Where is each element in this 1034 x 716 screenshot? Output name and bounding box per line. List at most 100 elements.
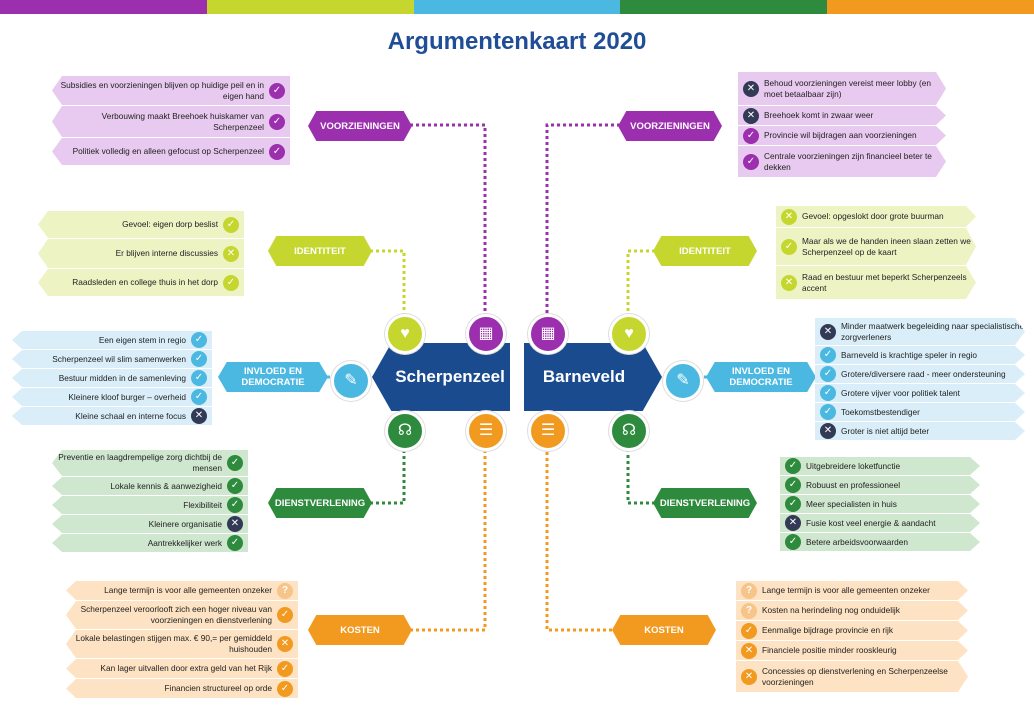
argument-row: Meer specialisten in huis✓ xyxy=(780,495,980,513)
check-icon: ✓ xyxy=(277,607,293,623)
check-icon: ✓ xyxy=(227,497,243,513)
argument-text: Verbouwing maakt Breehoek huiskamer van … xyxy=(101,110,264,132)
check-icon: ✓ xyxy=(191,370,207,386)
stripe-blue xyxy=(413,0,621,14)
check-icon: ✓ xyxy=(269,113,285,130)
check-icon: ✓ xyxy=(743,154,759,170)
cross-icon: ✕ xyxy=(741,669,757,685)
check-icon: ✓ xyxy=(191,351,207,367)
argument-text: Fusie kost veel energie & aandacht xyxy=(806,517,936,528)
pen-icon: ✎ xyxy=(331,361,371,401)
label-invloed-left: INVLOED EN DEMOCRATIE xyxy=(218,362,328,392)
buildings-icon: ▦ xyxy=(528,314,568,354)
argument-row: Flexibiliteit✓ xyxy=(52,496,248,514)
argument-text: Politiek volledig en alleen gefocust op … xyxy=(72,146,264,156)
argument-row: Financien structureel op orde✓ xyxy=(66,679,298,698)
argument-text: Er blijven interne discussies xyxy=(115,248,218,258)
argument-text: Maar als we de handen ineen slaan zetten… xyxy=(802,235,971,257)
argument-row: Aantrekkelijker werk ✓ xyxy=(52,534,248,552)
hub-scherpenzeel: Scherpenzeel xyxy=(372,343,510,411)
stripe-lime xyxy=(206,0,414,14)
connector-voorzieningen-right xyxy=(545,123,620,318)
argument-row: Er blijven interne discussies✕ xyxy=(38,239,244,268)
argument-row: Toekomstbestendiger✓ xyxy=(815,403,1025,421)
argument-text: Centrale voorzieningen zijn financieel b… xyxy=(764,150,932,172)
cross-icon: ✕ xyxy=(191,408,207,424)
check-icon: ✓ xyxy=(269,82,285,99)
label-voorzieningen-right: VOORZIENINGEN xyxy=(618,111,722,141)
argument-row: Betere arbeidsvoorwaarden✓ xyxy=(780,533,980,551)
check-icon: ✓ xyxy=(191,389,207,405)
connector-dienst-right xyxy=(626,444,655,505)
argument-row: Subsidies en voorzieningen blijven op hu… xyxy=(52,76,290,105)
label-identiteit-right: IDENTITEIT xyxy=(653,236,757,266)
argument-text: Preventie en laagdrempelige zorg dichtbi… xyxy=(58,452,222,473)
argument-text: Kleine schaal en interne focus xyxy=(75,410,186,421)
page-title: Argumentenkaart 2020 xyxy=(387,28,647,55)
argument-text: Barneveld is krachtige speler in regio xyxy=(841,349,978,360)
argument-row: Kosten na herindeling nog onduidelijk? xyxy=(736,601,968,620)
question-icon: ? xyxy=(277,582,293,599)
argument-text: Lange termijn is voor alle gemeenten onz… xyxy=(762,585,930,595)
argument-text: Breehoek komt in zwaar weer xyxy=(764,110,874,120)
argument-text: Financiele positie minder rooskleurig xyxy=(762,645,897,655)
argument-text: Bestuur midden in de samenleving xyxy=(58,372,186,383)
argument-text: Aantrekkelijker werk xyxy=(147,537,222,548)
argument-row: Fusie kost veel energie & aandacht ✕ xyxy=(780,514,980,532)
argument-row: Minder maatwerk begeleiding naar special… xyxy=(815,318,1025,345)
color-stripe xyxy=(0,0,1034,14)
check-icon: ✓ xyxy=(820,385,836,401)
argument-text: Een eigen stem in regio xyxy=(98,334,186,345)
cross-icon: ✕ xyxy=(741,643,757,659)
argument-text: Meer specialisten in huis xyxy=(806,498,897,509)
check-icon: ✓ xyxy=(820,347,836,363)
argument-row: Behoud voorzieningen vereist meer lobby … xyxy=(738,72,946,105)
label-kosten-left: KOSTEN xyxy=(308,615,412,645)
check-icon: ✓ xyxy=(781,239,797,255)
connector-identiteit-left xyxy=(370,249,406,318)
label-dienst-left: DIENSTVERLENING xyxy=(268,488,372,518)
check-icon: ✓ xyxy=(227,455,243,471)
argument-row: Eenmalige bijdrage provincie en rijk✓ xyxy=(736,621,968,640)
check-icon: ✓ xyxy=(227,535,243,551)
argument-text: Scherpenzeel veroorlooft zich een hoger … xyxy=(80,604,272,625)
stripe-green xyxy=(620,0,828,14)
cross-icon: ✕ xyxy=(227,516,243,532)
argument-row: Grotere vijver voor politiek talent ✓ xyxy=(815,384,1025,402)
argument-row: Lokale belastingen stijgen max. € 90,= p… xyxy=(66,630,298,658)
argument-row: Grotere/diversere raad - meer ondersteun… xyxy=(815,365,1025,383)
connector-dienst-left xyxy=(370,444,406,505)
label-kosten-right: KOSTEN xyxy=(612,615,716,645)
connector-kosten-right xyxy=(545,444,612,632)
argument-row: Provincie wil bijdragen aan voorzieninge… xyxy=(738,126,946,145)
argument-text: Minder maatwerk begeleiding naar special… xyxy=(841,320,1025,342)
hub-barneveld: Barneveld xyxy=(524,343,662,411)
check-icon: ✓ xyxy=(223,274,239,291)
check-icon: ✓ xyxy=(227,478,243,494)
argument-text: Betere arbeidsvoorwaarden xyxy=(806,536,908,547)
argument-text: Scherpenzeel wil slim samenwerken xyxy=(52,353,186,364)
check-icon: ✓ xyxy=(785,477,801,493)
argument-row: Een eigen stem in regio✓ xyxy=(12,331,212,349)
label-identiteit-left: IDENTITEIT xyxy=(268,236,372,266)
argument-row: Scherpenzeel wil slim samenwerken ✓ xyxy=(12,350,212,368)
argument-row: Politiek volledig en alleen gefocust op … xyxy=(52,138,290,165)
argument-text: Eenmalige bijdrage provincie en rijk xyxy=(762,625,893,635)
argument-row: Kleine schaal en interne focus ✕ xyxy=(12,407,212,425)
headset-icon: ☊ xyxy=(609,411,649,451)
argument-text: Grotere/diversere raad - meer ondersteun… xyxy=(841,368,1006,379)
argument-row: Gevoel: eigen dorp beslist✓ xyxy=(38,211,244,238)
argument-text: Uitgebreidere loketfunctie xyxy=(806,460,901,471)
argument-text: Grotere vijver voor politiek talent xyxy=(841,387,960,398)
argument-row: Lange termijn is voor alle gemeenten onz… xyxy=(66,581,298,600)
argument-row: Verbouwing maakt Breehoek huiskamer van … xyxy=(52,106,290,137)
argument-row: Kleinere organisatie✕ xyxy=(52,515,248,533)
cross-icon: ✕ xyxy=(277,636,293,652)
argument-row: Financiele positie minder rooskleurig ✕ xyxy=(736,641,968,660)
label-voorzieningen-left: VOORZIENINGEN xyxy=(308,111,412,141)
question-icon: ? xyxy=(741,583,757,599)
argument-row: Barneveld is krachtige speler in regio ✓ xyxy=(815,346,1025,364)
cross-icon: ✕ xyxy=(785,515,801,531)
argument-text: Provincie wil bijdragen aan voorzieninge… xyxy=(764,130,917,140)
